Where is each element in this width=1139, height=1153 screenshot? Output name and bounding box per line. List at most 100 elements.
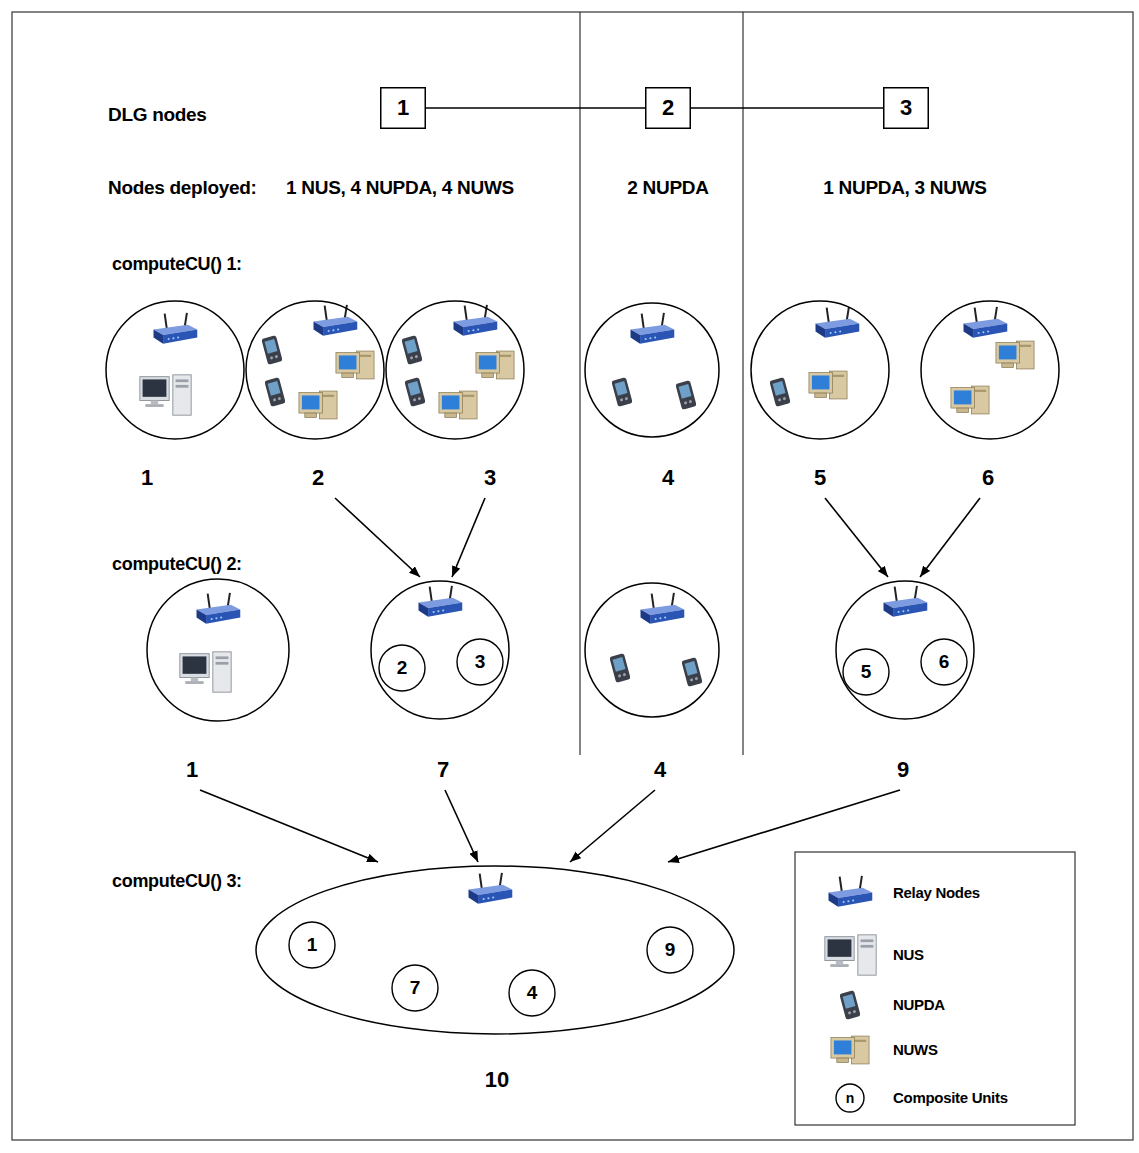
label-holder: Nodes deployed: bbox=[108, 177, 257, 200]
node-number: 9 bbox=[665, 939, 676, 962]
composite-unit-circle: 4 bbox=[508, 969, 556, 1017]
box-outline bbox=[381, 88, 426, 129]
cluster-circle: 4 bbox=[584, 302, 720, 495]
node-number: 1 bbox=[307, 934, 318, 957]
server-icon bbox=[180, 652, 231, 692]
label-holder: computeCU() 2: bbox=[112, 554, 242, 576]
cluster-circle: 2 bbox=[245, 300, 385, 495]
legend-entry: Relay Nodes bbox=[893, 884, 980, 902]
circle-outline bbox=[392, 965, 438, 1011]
ellipse-outline bbox=[256, 866, 734, 1034]
label-holder: 2 NUPDA bbox=[627, 177, 708, 200]
divider-line bbox=[579, 12, 580, 755]
workstation-icon bbox=[809, 371, 847, 399]
circle-outline bbox=[836, 581, 974, 719]
relay-node-icon bbox=[154, 313, 198, 344]
node-number: 5 bbox=[861, 661, 872, 684]
circle-outline bbox=[751, 301, 889, 439]
node-number: 2 bbox=[312, 465, 324, 491]
node-number: 6 bbox=[939, 651, 950, 674]
cluster-circle-outline bbox=[105, 300, 245, 495]
cluster-circle: 3 bbox=[385, 300, 525, 495]
flow-arrow bbox=[825, 498, 888, 577]
relay-node-icon bbox=[641, 593, 685, 624]
composite-unit-circle: 9 bbox=[646, 926, 694, 974]
pda-icon bbox=[681, 657, 702, 687]
workstation-icon bbox=[476, 351, 514, 379]
node-number: 1 bbox=[141, 465, 153, 491]
legend-server-icon bbox=[825, 935, 876, 975]
cluster-circle-outline bbox=[835, 580, 975, 787]
cluster-circle-outline bbox=[146, 578, 290, 787]
flow-arrow bbox=[335, 498, 420, 577]
node-number: 5 bbox=[814, 465, 826, 491]
workstation-icon bbox=[299, 391, 337, 419]
pda-icon bbox=[404, 377, 425, 407]
box-outline bbox=[646, 88, 691, 129]
pda-icon bbox=[609, 653, 630, 683]
diagram-label: 1 NUPDA, 3 NUWS bbox=[823, 177, 986, 200]
legend-text: Composite Units bbox=[893, 1089, 1008, 1107]
circle-outline bbox=[289, 922, 335, 968]
flow-arrow bbox=[570, 790, 655, 862]
label-holder: computeCU() 1: bbox=[112, 254, 242, 276]
cluster-circle: 1 bbox=[105, 300, 245, 495]
circle-outline bbox=[843, 649, 889, 695]
relay-node-icon bbox=[197, 593, 241, 624]
workstation-icon bbox=[951, 386, 989, 414]
composite-unit-circle: 3 bbox=[456, 638, 504, 686]
node-number: 4 bbox=[654, 757, 666, 783]
node-number: 7 bbox=[410, 977, 421, 1000]
pda-icon bbox=[611, 377, 632, 407]
legend-entry: NUPDA bbox=[893, 996, 945, 1014]
cluster-circle-outline bbox=[584, 302, 720, 495]
circle-outline bbox=[585, 583, 719, 717]
flow-arrow bbox=[668, 790, 900, 862]
label-holder: n bbox=[846, 1090, 855, 1107]
legend-pda-icon bbox=[839, 990, 860, 1020]
node-number: 10 bbox=[485, 1067, 509, 1093]
legend-workstation-icon bbox=[831, 1036, 869, 1064]
divider-line bbox=[742, 12, 743, 755]
legend-entry: NUWS bbox=[893, 1041, 938, 1059]
dlg-node-box: 3 bbox=[883, 87, 929, 129]
diagram-label: computeCU() 1: bbox=[112, 254, 242, 276]
composite-unit-circle: 6 bbox=[920, 638, 968, 686]
pda-icon bbox=[769, 377, 790, 407]
node-number: 3 bbox=[484, 465, 496, 491]
label-holder: 1 NUPDA, 3 NUWS bbox=[823, 177, 986, 200]
flow-arrow bbox=[920, 498, 980, 577]
relay-node-icon bbox=[314, 305, 358, 336]
diagram-label: DLG nodes bbox=[108, 104, 207, 127]
circle-outline bbox=[371, 581, 509, 719]
legend-relay-icon bbox=[829, 876, 873, 907]
cluster-circle: 5 bbox=[750, 300, 890, 495]
cluster-circle: 956 bbox=[835, 580, 975, 787]
composite-unit-circle: 1 bbox=[288, 921, 336, 969]
node-number: 2 bbox=[662, 95, 674, 121]
pda-icon bbox=[261, 335, 282, 365]
legend-composite-sample bbox=[836, 1084, 864, 1112]
relay-node-icon bbox=[419, 586, 463, 617]
diagram-label: 2 NUPDA bbox=[627, 177, 708, 200]
circle-outline bbox=[246, 301, 384, 439]
dlg-node-box: 1 bbox=[380, 87, 426, 129]
circle-outline bbox=[921, 639, 967, 685]
flow-arrow bbox=[445, 790, 478, 862]
node-number: 7 bbox=[437, 757, 449, 783]
workstation-icon bbox=[336, 351, 374, 379]
legend-entry: NUS bbox=[893, 946, 924, 964]
label-holder: computeCU() 3: bbox=[112, 871, 242, 893]
diagram-label: computeCU() 3: bbox=[112, 871, 242, 893]
composite-unit-circle: 5 bbox=[842, 648, 890, 696]
circle-outline bbox=[147, 579, 289, 721]
node-number: 6 bbox=[982, 465, 994, 491]
node-number: 1 bbox=[186, 757, 198, 783]
relay-node-icon bbox=[884, 586, 928, 617]
legend-text: NUWS bbox=[893, 1041, 938, 1059]
pda-icon bbox=[675, 380, 696, 410]
relay-node-icon bbox=[631, 313, 675, 344]
server-icon bbox=[140, 375, 191, 415]
